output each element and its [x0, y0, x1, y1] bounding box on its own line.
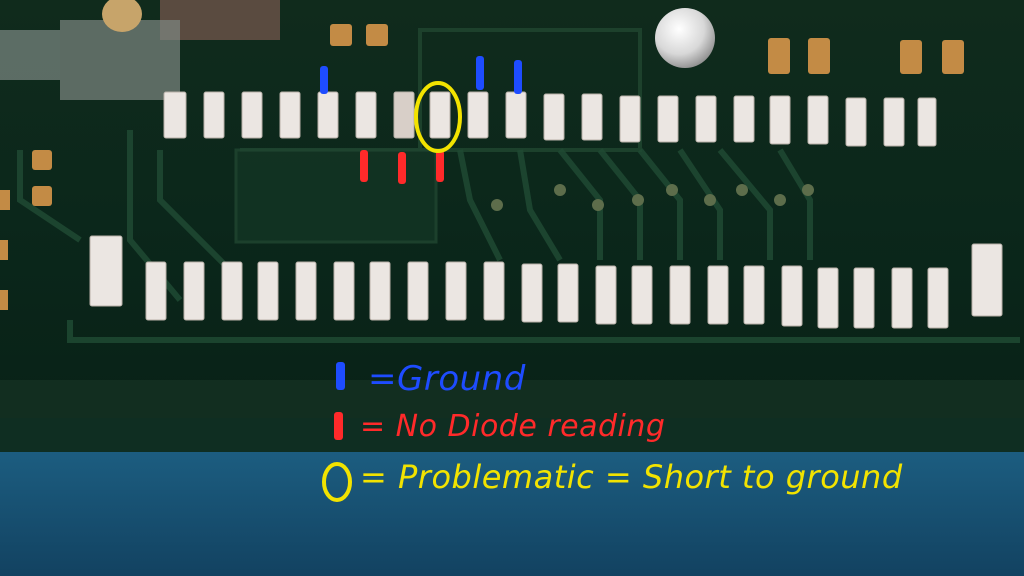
- copper-pads: [0, 24, 964, 310]
- lower-pad-row: [89, 235, 1003, 329]
- ground-markers: [320, 56, 522, 94]
- legend-problematic-swatch: [322, 462, 352, 502]
- legend-no-diode-swatch: [334, 412, 343, 440]
- legend-no-diode-text: = No Diode reading: [360, 409, 666, 444]
- screw-head: [102, 0, 142, 32]
- legend-problematic-text: = Problematic = Short to ground: [360, 458, 903, 496]
- legend-ground-text: =Ground: [368, 359, 526, 399]
- upper-pad-row: [163, 91, 937, 147]
- vias: [491, 184, 814, 211]
- capacitor-top: [655, 8, 715, 68]
- legend-ground-swatch: [336, 362, 345, 390]
- blue-surface: [0, 452, 1024, 576]
- no-diode-markers: [360, 150, 444, 184]
- problematic-pin-circle: [414, 81, 462, 153]
- pcb-edge: [0, 418, 1024, 454]
